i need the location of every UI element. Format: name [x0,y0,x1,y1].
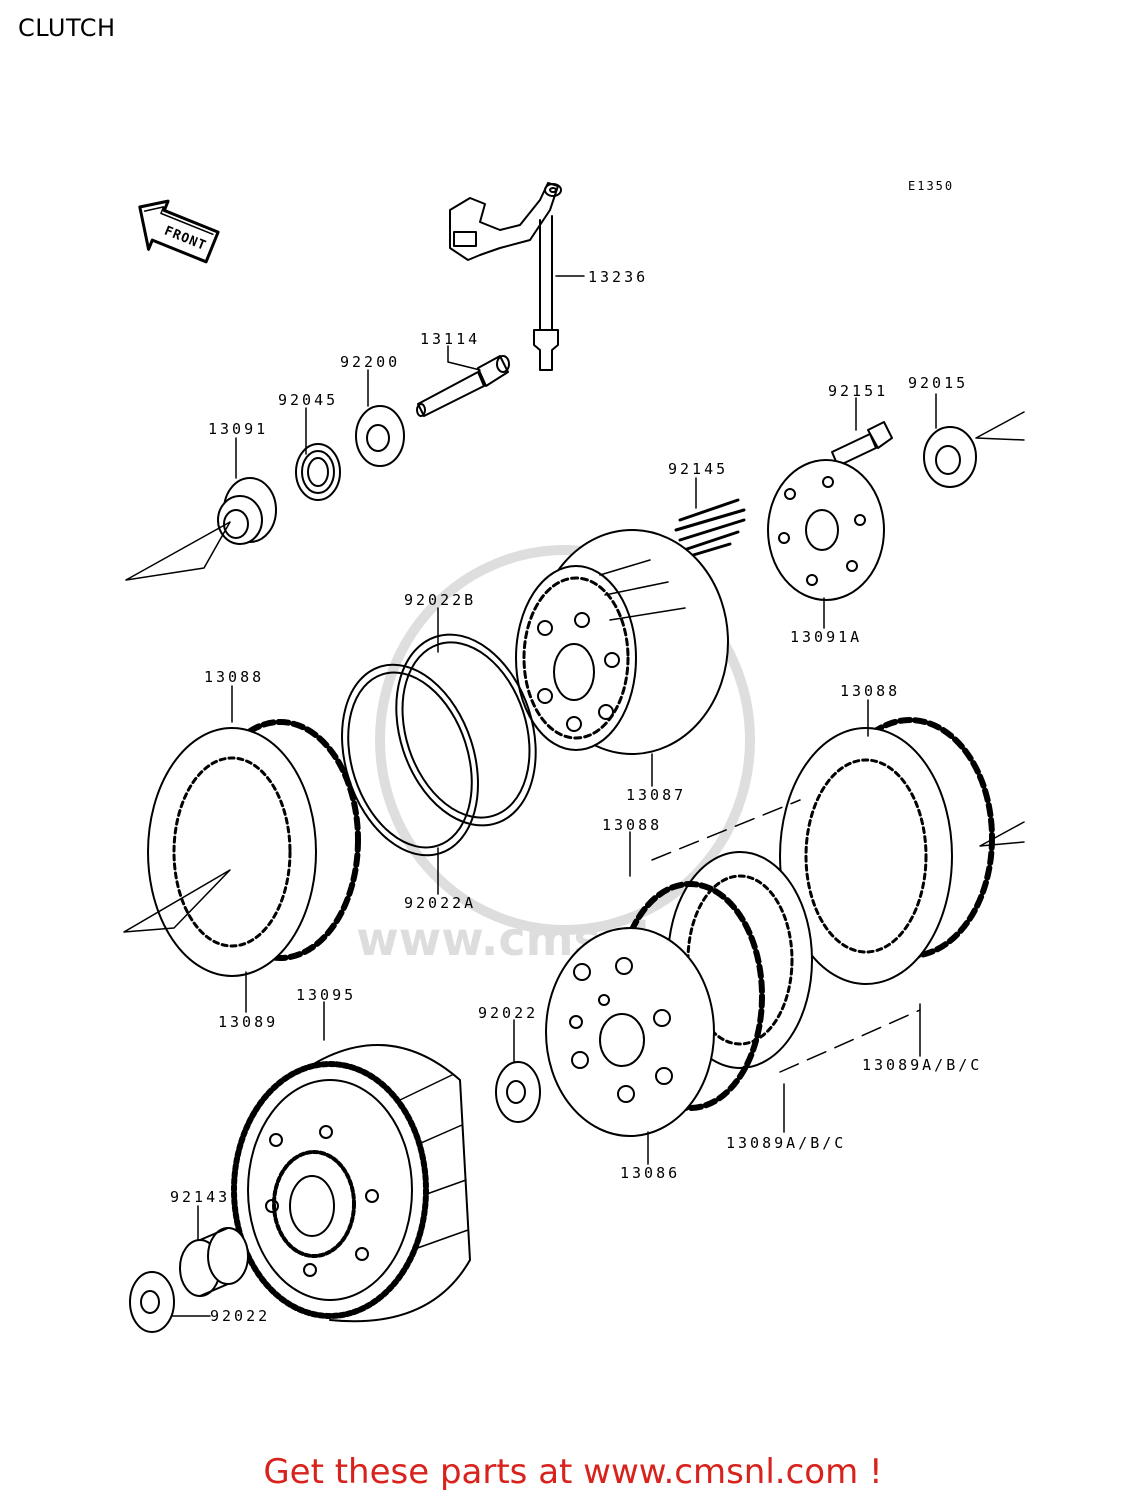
part-label: 92143 [170,1188,230,1206]
page-title: CLUTCH [18,14,116,42]
part-label: 13087 [626,786,686,804]
part-label: 13114 [420,330,480,348]
push-rod-13114 [416,355,510,417]
part-label: 13089A/B/C [726,1134,846,1152]
nut-92015 [923,426,977,488]
housing-13095 [231,1044,471,1323]
reference-arrows [123,411,1025,933]
plate-stack-left [147,719,361,977]
hub-13087 [515,529,729,755]
part-label: 13089A/B/C [862,1056,982,1074]
part-label: 92045 [278,391,338,409]
part-label: 13086 [620,1164,680,1182]
alignment-lines [651,799,921,1073]
bolt-92151 [831,421,893,467]
part-label: 92022A [404,894,476,912]
diagram-code: E1350 [908,179,954,193]
part-label: 92022 [210,1307,270,1325]
part-label: 13091A [790,628,862,646]
plate-stack-right [779,717,995,985]
leader-lines [171,275,937,1317]
part-labels: 13236 13114 92200 92045 13091 92151 9201… [170,268,982,1325]
collar-92143 [179,1227,249,1297]
part-label: 92151 [828,382,888,400]
front-arrow-icon: FRONT [138,199,220,264]
part-label: 92200 [340,353,400,371]
plate-stack-center [545,851,813,1137]
footer-promo-link[interactable]: Get these parts at www.cmsnl.com ! [263,1452,883,1492]
part-label: 13088 [840,682,900,700]
spring-92145 [674,498,746,558]
bearing-92045 [295,443,341,501]
washer-92022-bottom [129,1271,175,1333]
part-label: 13088 [602,816,662,834]
part-label: 13095 [296,986,356,1004]
part-label: 92022 [478,1004,538,1022]
part-label: 13236 [588,268,648,286]
part-label: 13089 [218,1013,278,1031]
holder-13091 [217,477,277,545]
clutch-exploded-diagram: www.cmsnl.com E1350 FRONT [123,179,1025,1333]
washer-92022 [495,1061,541,1123]
part-label: 92022B [404,591,476,609]
part-label: 13088 [204,668,264,686]
washer-92200 [355,405,405,467]
release-shaft-13236 [449,182,562,371]
part-label: 13091 [208,420,268,438]
part-label: 92145 [668,460,728,478]
plate-13091a [767,459,885,601]
part-label: 92015 [908,374,968,392]
